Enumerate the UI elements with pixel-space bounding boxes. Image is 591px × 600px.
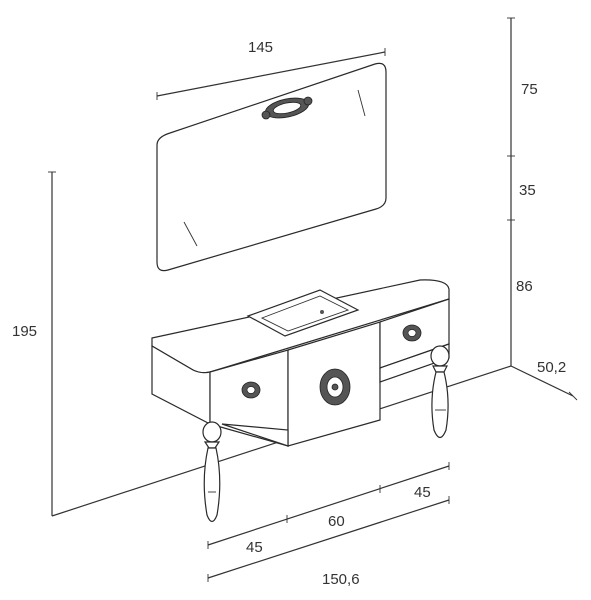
mirror-reflection-top bbox=[357, 89, 366, 117]
mirror bbox=[156, 62, 387, 272]
mirror-ornament-icon bbox=[261, 96, 313, 120]
module-dimension-line bbox=[207, 465, 450, 546]
depth-tick bbox=[568, 391, 578, 401]
mirror-width-dimension: 145 bbox=[156, 39, 386, 100]
mirror-width-line bbox=[156, 51, 386, 97]
module-width-dimensions: 45 60 45 bbox=[207, 462, 450, 556]
total-height-label: 195 bbox=[12, 323, 37, 340]
vanity-height-label: 86 bbox=[516, 278, 533, 295]
total-height-dimension: 195 bbox=[12, 171, 56, 516]
vertical-dimensions-right: 75 35 86 bbox=[507, 17, 538, 366]
left-lower-body bbox=[221, 423, 289, 447]
depth-line bbox=[510, 365, 574, 397]
depth-label: 50,2 bbox=[537, 359, 566, 376]
left-drawer-knob-icon bbox=[241, 381, 261, 399]
vanity bbox=[151, 279, 450, 523]
mirror-height-label: 75 bbox=[521, 81, 538, 98]
left-drawer-width-label: 45 bbox=[246, 539, 263, 556]
mirror-reflection-bottom bbox=[183, 221, 198, 247]
mirror-width-label: 145 bbox=[248, 39, 273, 56]
gap-height-label: 35 bbox=[519, 182, 536, 199]
total-width-line bbox=[207, 499, 450, 579]
total-width-label: 150,6 bbox=[322, 571, 360, 588]
right-leg bbox=[430, 345, 450, 439]
right-drawer-knob-icon bbox=[402, 324, 422, 342]
left-leg bbox=[202, 421, 222, 523]
center-door-ornament-icon bbox=[319, 368, 351, 406]
depth-dimension: 50,2 bbox=[510, 359, 578, 401]
total-width-dimension: 150,6 bbox=[207, 496, 450, 588]
mirror-frame bbox=[156, 62, 387, 272]
drain-icon bbox=[320, 310, 324, 314]
center-module-width-label: 60 bbox=[328, 513, 345, 530]
basin-inner bbox=[260, 295, 350, 332]
right-drawer-width-label: 45 bbox=[414, 484, 431, 501]
